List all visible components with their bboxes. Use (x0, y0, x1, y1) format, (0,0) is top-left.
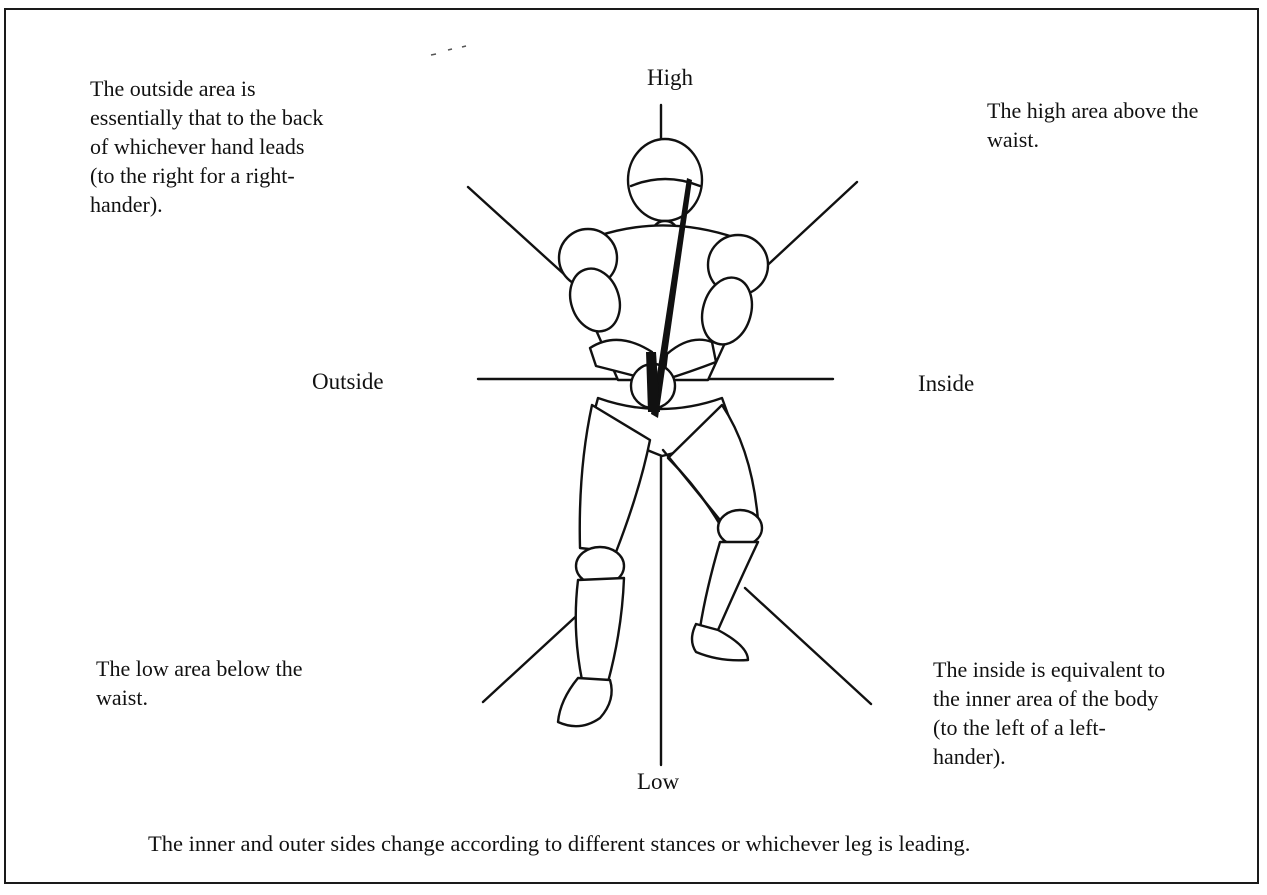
low-area-note: The low area below the waist. (96, 654, 302, 712)
low-label: Low (637, 768, 679, 796)
right-foot (692, 624, 748, 660)
outside-area-note: The outside area is essentially that to … (90, 74, 323, 219)
high-note-line: The high area above the (987, 96, 1198, 125)
high-label: High (647, 64, 693, 92)
low-note-line: The low area below the (96, 654, 302, 683)
left-shin (576, 578, 624, 682)
outside-note-line: The outside area is (90, 74, 323, 103)
lower-right-diagonal (745, 588, 871, 704)
inside-note-line: hander). (933, 742, 1165, 771)
outside-note-line: essentially that to the back (90, 103, 323, 132)
stance-figure (558, 139, 768, 726)
inside-note-line: The inside is equivalent to (933, 655, 1165, 684)
outside-label: Outside (312, 368, 384, 396)
outside-note-line: (to the right for a right- (90, 161, 323, 190)
high-area-note: The high area above the waist. (987, 96, 1198, 154)
left-foot (558, 678, 612, 726)
right-knee (718, 510, 762, 546)
low-note-line: waist. (96, 683, 302, 712)
caption: The inner and outer sides change accordi… (148, 829, 970, 858)
high-note-line: waist. (987, 125, 1198, 154)
inside-area-note: The inside is equivalent to the inner ar… (933, 655, 1165, 771)
right-shin (700, 542, 758, 630)
scan-specks (431, 46, 466, 55)
inside-note-line: (to the left of a left- (933, 713, 1165, 742)
outside-note-line: hander). (90, 190, 323, 219)
inside-note-line: the inner area of the body (933, 684, 1165, 713)
outside-note-line: of whichever hand leads (90, 132, 323, 161)
inside-label: Inside (918, 370, 974, 398)
